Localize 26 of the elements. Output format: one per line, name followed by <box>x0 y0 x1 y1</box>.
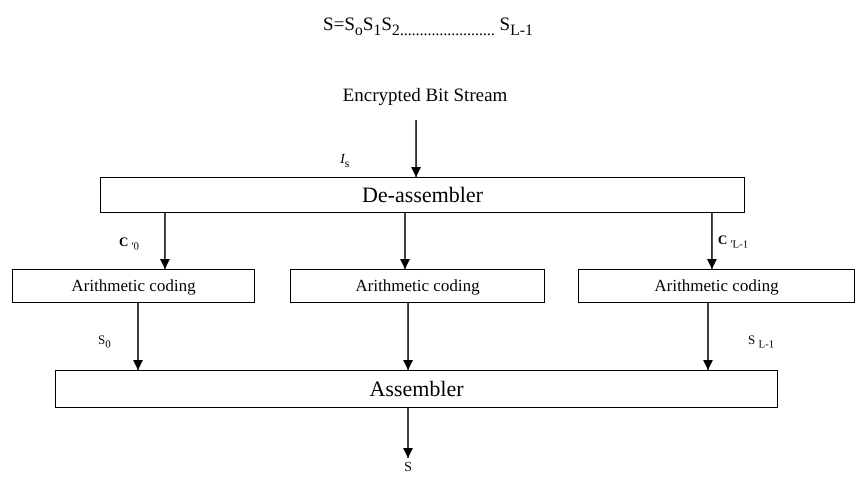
flow-text: Encrypted Bit Stream <box>342 86 508 106</box>
edge-label: C $_{'0}$ <box>118 234 139 253</box>
box-label: Arithmetic coding <box>71 276 196 296</box>
arrow <box>411 120 422 177</box>
process-box <box>290 269 545 303</box>
process-box <box>55 370 778 408</box>
box-label: Assembler <box>369 376 464 402</box>
arrow <box>403 408 413 458</box>
arrow <box>133 303 143 370</box>
edge-label: C $_{'L-1}$ <box>718 232 748 251</box>
flow-text: S <box>404 460 412 476</box>
box-label: De-assembler <box>362 182 483 208</box>
process-box <box>12 269 255 303</box>
edge-label: I$_{s}$ <box>340 152 350 170</box>
arrow <box>160 213 170 269</box>
box-label: Arithmetic coding <box>355 276 480 296</box>
edge-label: S $_{L-1}$ <box>748 332 774 351</box>
arrow <box>706 213 717 269</box>
arrow <box>400 213 410 269</box>
arrow <box>703 303 713 370</box>
process-box <box>100 177 745 213</box>
arrow <box>403 303 414 370</box>
edge-label: S$_{0}$ <box>98 332 111 351</box>
box-label: Arithmetic coding <box>654 276 779 296</box>
sequence-formula: S=S$_{o}$S$_{1}$S$_{2}$$_{........................}$ S$_{L-1}$ <box>322 14 534 40</box>
process-box <box>578 269 855 303</box>
